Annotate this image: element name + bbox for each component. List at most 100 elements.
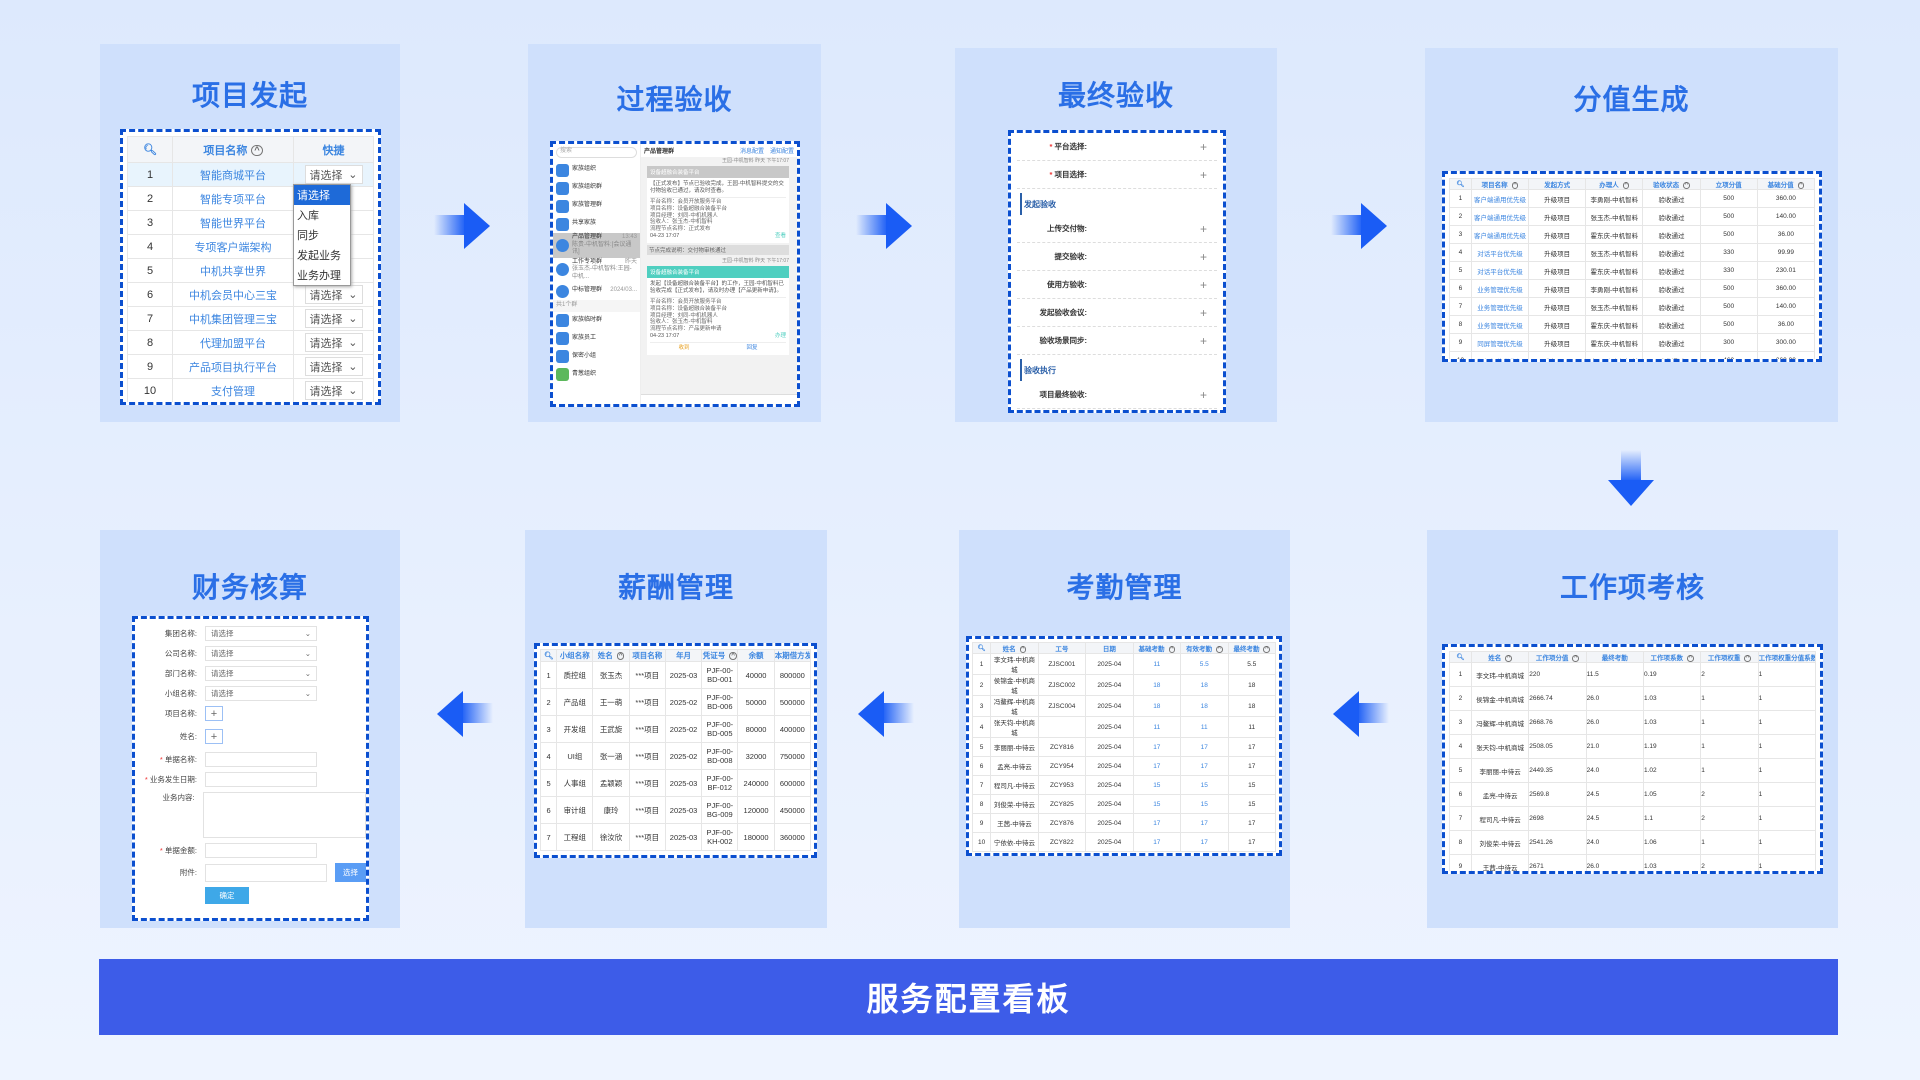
search-column-header[interactable]: 🔍︎	[971, 642, 992, 654]
plus-icon[interactable]: +	[1199, 305, 1207, 320]
project-name-link[interactable]: 智能商城平台	[172, 162, 294, 187]
add-button[interactable]: +	[205, 706, 223, 721]
column-header[interactable]: 基础考勤^	[1132, 642, 1182, 654]
column-header[interactable]: 凭证号^	[701, 649, 739, 662]
column-header[interactable]: 快捷	[293, 136, 374, 163]
search-icon[interactable]: 🔍︎	[143, 144, 157, 156]
message-config-link[interactable]: 消息配置	[739, 149, 764, 155]
text-input[interactable]	[205, 772, 317, 787]
chat-list-item[interactable]: 家族管理群	[553, 197, 640, 215]
form-select[interactable]: 请选择⌄	[205, 646, 317, 661]
chat-list-item[interactable]: 家族员工	[553, 330, 640, 348]
reply-button[interactable]: 回复	[746, 345, 758, 351]
chat-list-item[interactable]: 工作专项群昨天张玉杰-中机智料:王园-中机...	[553, 258, 640, 283]
sort-icon[interactable]: ^	[1687, 654, 1694, 662]
received-button[interactable]: 收到	[678, 345, 690, 351]
search-column-header[interactable]: 🔍︎	[1449, 651, 1472, 663]
sort-icon[interactable]: ^	[1572, 654, 1579, 662]
column-header[interactable]: 工作项分值^	[1528, 651, 1587, 663]
attachment-input[interactable]	[205, 863, 327, 882]
choose-file-button[interactable]: 选择	[335, 863, 366, 882]
form-select[interactable]: 请选择⌄	[205, 626, 317, 641]
plus-icon[interactable]: +	[1199, 333, 1207, 348]
column-header[interactable]: 小组名称	[556, 649, 594, 662]
sort-icon[interactable]: ^	[729, 652, 737, 660]
column-header[interactable]: 项目名称^	[172, 136, 294, 163]
project-name-link[interactable]: 中机会员中心三宝	[172, 282, 294, 307]
column-header[interactable]: 本期借方发生	[773, 649, 812, 662]
chat-list-item[interactable]: 家族组织	[553, 161, 640, 179]
chat-list-item[interactable]: 青葱组织	[553, 366, 640, 384]
chat-list-item[interactable]: 家族组织群	[553, 179, 640, 197]
quick-action-select[interactable]: 请选择⌄	[304, 381, 363, 400]
search-icon[interactable]: 🔍︎	[1456, 181, 1465, 188]
quick-dropdown-menu[interactable]: 请选择入库同步发起业务业务办理	[293, 184, 351, 286]
sort-icon[interactable]: ^	[1622, 181, 1630, 189]
column-header[interactable]: 年月	[664, 649, 703, 662]
chat-list-item[interactable]: 家族临时群	[553, 312, 640, 330]
column-header[interactable]: 最终考勤^	[1227, 642, 1277, 654]
quick-action-select[interactable]: 请选择⌄	[304, 285, 363, 304]
search-icon[interactable]: 🔍︎	[977, 645, 986, 652]
chat-search-input[interactable]: 搜索	[556, 147, 637, 158]
chat-input[interactable]	[641, 394, 797, 404]
confirm-button[interactable]: 确定	[205, 887, 249, 904]
column-header[interactable]: 工作项权重分值系数^	[1757, 651, 1817, 663]
sort-icon[interactable]: ^	[1019, 645, 1027, 653]
column-header[interactable]: 工作项权重^	[1700, 651, 1759, 663]
column-header[interactable]: 项目名称^	[1470, 178, 1530, 190]
project-name-link[interactable]: 智能世界平台	[172, 210, 294, 235]
search-icon[interactable]: 🔍︎	[1456, 654, 1465, 661]
dropdown-option[interactable]: 业务办理	[297, 270, 341, 282]
quick-action-select[interactable]: 请选择⌄	[304, 309, 363, 328]
column-header[interactable]: 有效考勤^	[1180, 642, 1229, 654]
dropdown-option[interactable]: 入库	[297, 210, 319, 222]
amount-input[interactable]	[205, 843, 317, 858]
search-column-header[interactable]: 🔍︎	[539, 649, 558, 662]
sort-icon[interactable]: ^	[616, 652, 625, 660]
project-name-link[interactable]: 中机集团管理三宝	[172, 306, 294, 331]
column-header[interactable]: 项目名称	[628, 649, 666, 662]
plus-icon[interactable]: +	[1199, 167, 1207, 182]
sort-icon[interactable]: ^	[1744, 654, 1751, 662]
search-column-header[interactable]: 🔍︎	[127, 136, 173, 163]
plus-icon[interactable]: +	[1199, 277, 1207, 292]
column-header[interactable]: 办理人^	[1585, 178, 1644, 190]
text-input[interactable]	[205, 752, 317, 767]
notice-config-link[interactable]: 通知配置	[769, 149, 794, 155]
handle-link[interactable]: 办理	[774, 333, 786, 340]
column-header[interactable]: 姓名^	[592, 649, 630, 662]
sort-icon[interactable]: ^	[1797, 181, 1805, 189]
project-name-link[interactable]: 中机共享世界	[172, 258, 294, 283]
form-select[interactable]: 请选择⌄	[205, 686, 317, 701]
